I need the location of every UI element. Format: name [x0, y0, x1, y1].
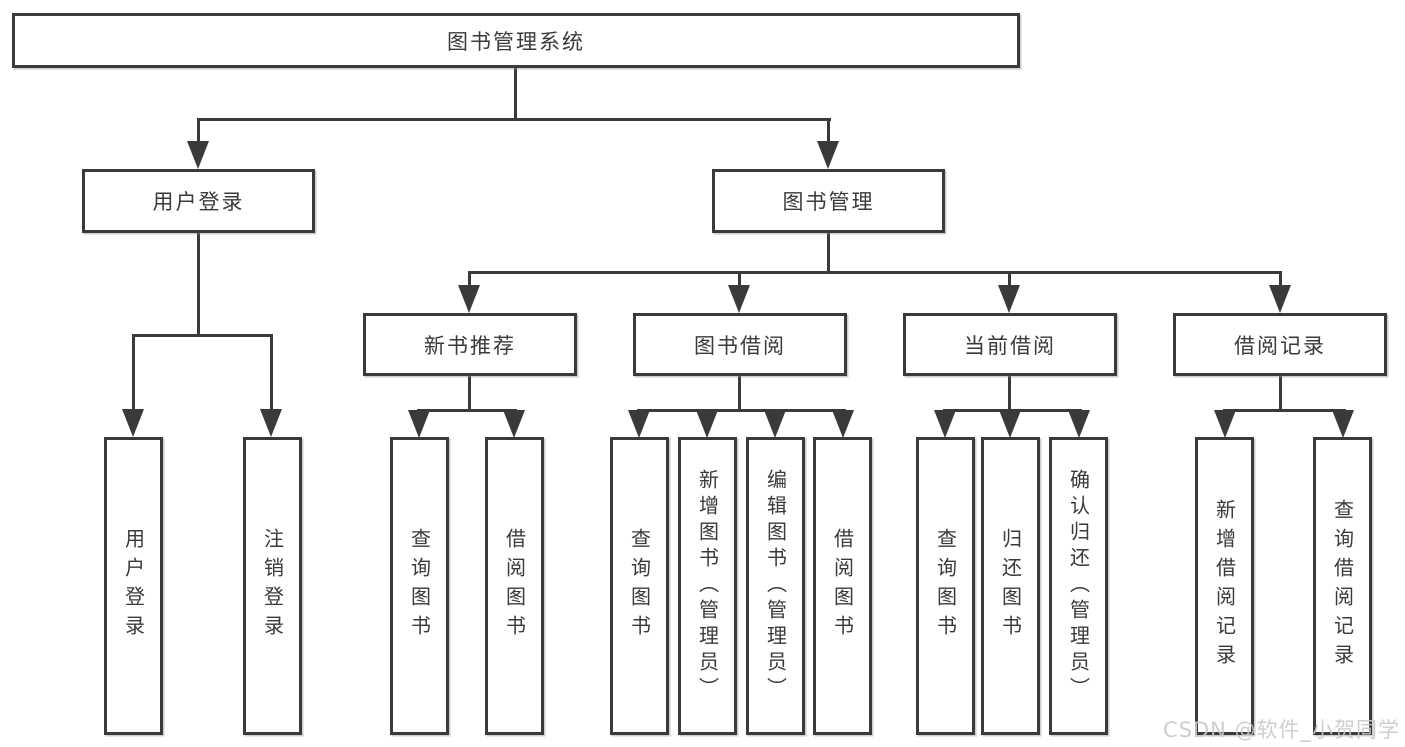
- arrow-down-icon: [728, 285, 750, 313]
- node-book-management: 图书管理: [712, 169, 945, 233]
- arrow-down-icon: [696, 410, 718, 438]
- leaf-label: 归还图书: [998, 528, 1023, 644]
- leaf-add-books-admin: 新增图书（管理员）: [678, 437, 737, 735]
- leaf-confirm-return-admin: 确认归还（管理员）: [1049, 437, 1108, 735]
- connector-stem: [738, 273, 741, 287]
- node-label: 新书推荐: [424, 333, 516, 358]
- leaf-label: 查询借阅记录: [1330, 499, 1355, 673]
- node-library-management-system: 图书管理系统: [12, 13, 1020, 68]
- node-borrowing-records: 借阅记录: [1173, 313, 1387, 376]
- leaf-query-books-current: 查询图书: [916, 437, 975, 735]
- arrow-down-icon: [122, 409, 144, 437]
- arrow-down-icon: [998, 285, 1020, 313]
- leaf-borrow-books: 借阅图书: [813, 437, 872, 735]
- leaf-label: 借阅图书: [830, 528, 855, 644]
- node-label: 借阅记录: [1234, 333, 1326, 358]
- arrow-down-icon: [458, 285, 480, 313]
- leaf-query-borrow-record: 查询借阅记录: [1313, 437, 1372, 735]
- leaf-user-login: 用户登录: [104, 437, 163, 735]
- arrow-down-icon: [764, 410, 786, 438]
- connector-book-borrow-stem: [738, 376, 741, 410]
- node-label: 图书借阅: [694, 333, 786, 358]
- connector-stem: [468, 273, 471, 287]
- node-label: 图书管理系统: [447, 29, 585, 54]
- connector-new-book-rail: [417, 409, 517, 412]
- node-label: 图书管理: [782, 190, 875, 214]
- arrow-down-icon: [832, 410, 854, 438]
- arrow-down-icon: [1068, 410, 1090, 438]
- leaf-label: 用户登录: [121, 528, 146, 644]
- node-book-borrowing: 图书借阅: [633, 313, 847, 376]
- leaf-add-borrow-record: 新增借阅记录: [1195, 437, 1254, 735]
- connector-root-stem: [514, 68, 517, 121]
- connector-stem: [270, 336, 273, 410]
- arrow-down-icon: [503, 410, 525, 438]
- arrow-down-icon: [187, 141, 209, 169]
- connector-stem: [1008, 273, 1011, 287]
- arrow-down-icon: [999, 410, 1021, 438]
- connector-l3-rail: [468, 271, 1282, 274]
- connector-l2-rail: [197, 118, 831, 121]
- node-label: 当前借阅: [964, 333, 1056, 358]
- arrow-down-icon: [1332, 410, 1354, 438]
- leaf-label: 新增借阅记录: [1212, 499, 1237, 673]
- connector-stem: [132, 336, 135, 410]
- leaf-label: 查询图书: [407, 528, 432, 644]
- arrow-down-icon: [260, 409, 282, 437]
- leaf-label: 注销登录: [260, 528, 285, 644]
- node-label: 用户登录: [152, 190, 245, 214]
- arrow-down-icon: [628, 410, 650, 438]
- leaf-label: 查询图书: [933, 528, 958, 644]
- arrow-down-icon: [1269, 285, 1291, 313]
- leaf-label: 新增图书（管理员）: [695, 469, 720, 703]
- arrow-down-icon: [934, 410, 956, 438]
- connector-current-borrow-stem: [1008, 376, 1011, 410]
- connector-user-login-rail: [132, 334, 273, 337]
- node-user-login: 用户登录: [82, 169, 315, 233]
- connector-new-book-stem: [468, 376, 471, 410]
- node-new-book-recommendation: 新书推荐: [363, 313, 577, 376]
- connector-stem: [197, 120, 200, 143]
- arrow-down-icon: [817, 141, 839, 169]
- connector-stem: [827, 120, 830, 143]
- connector-book-mgmt-stem: [827, 233, 830, 274]
- leaf-borrow-books-recommend: 借阅图书: [485, 437, 544, 735]
- leaf-logout: 注销登录: [243, 437, 302, 735]
- leaf-label: 确认归还（管理员）: [1066, 469, 1091, 703]
- leaf-query-books-recommend: 查询图书: [390, 437, 449, 735]
- arrow-down-icon: [408, 410, 430, 438]
- node-current-borrowing: 当前借阅: [903, 313, 1117, 376]
- leaf-return-books: 归还图书: [981, 437, 1040, 735]
- leaf-label: 借阅图书: [502, 528, 527, 644]
- arrow-down-icon: [1214, 410, 1236, 438]
- leaf-label: 查询图书: [627, 528, 652, 644]
- connector-borrow-record-rail: [1223, 409, 1346, 412]
- leaf-label: 编辑图书（管理员）: [763, 469, 788, 703]
- leaf-edit-books-admin: 编辑图书（管理员）: [746, 437, 805, 735]
- connector-borrow-record-stem: [1279, 376, 1282, 410]
- csdn-watermark: CSDN @软件_小贺同学: [1162, 718, 1400, 742]
- connector-stem: [1279, 273, 1282, 287]
- leaf-query-books-borrow: 查询图书: [610, 437, 669, 735]
- connector-book-borrow-rail: [637, 409, 846, 412]
- connector-user-login-stem: [197, 233, 200, 337]
